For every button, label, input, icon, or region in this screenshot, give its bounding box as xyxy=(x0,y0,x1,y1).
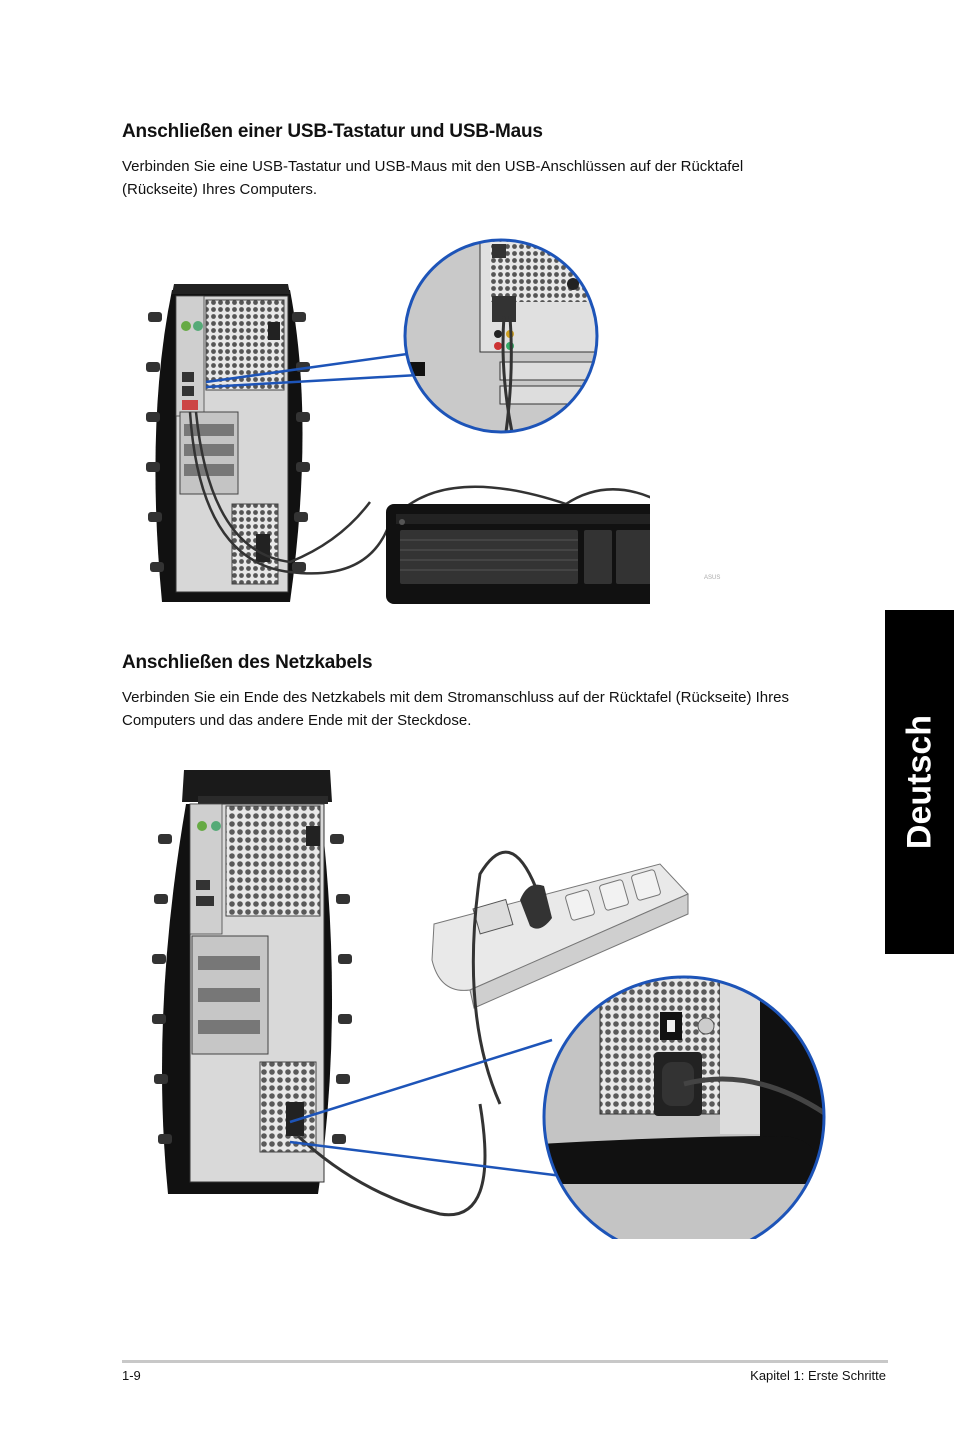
power-port-zoom-detail xyxy=(542,975,826,1239)
usb-connection-illustration xyxy=(146,238,650,604)
section1-heading: Anschließen einer USB-Tastatur und USB-M… xyxy=(122,121,543,142)
computer-tower-rear xyxy=(146,284,310,602)
zoom-leader-line xyxy=(205,372,437,389)
section2-heading: Anschließen des Netzkabels xyxy=(122,652,373,673)
page-number: 1-9 xyxy=(122,1368,141,1383)
section1-body: Verbinden Sie eine USB-Tastatur und USB-… xyxy=(122,158,744,198)
section2-body: Verbinden Sie ein Ende des Netzkabels mi… xyxy=(122,689,789,729)
zoom-leader-line xyxy=(205,348,437,384)
mouse-brand-label: ASUS xyxy=(704,575,721,581)
power-strip xyxy=(431,863,689,1009)
chapter-title: Kapitel 1: Erste Schritte xyxy=(750,1368,886,1383)
zoom-leader-line xyxy=(289,1038,553,1124)
usb-port-zoom-detail xyxy=(403,238,599,434)
power-connection-illustration xyxy=(152,770,826,1239)
footer-divider xyxy=(122,1360,888,1363)
language-tab-label: Deutsch xyxy=(900,714,938,850)
language-side-tab: Deutsch xyxy=(885,610,954,954)
computer-tower-rear xyxy=(152,770,352,1194)
usb-keyboard xyxy=(386,504,650,604)
